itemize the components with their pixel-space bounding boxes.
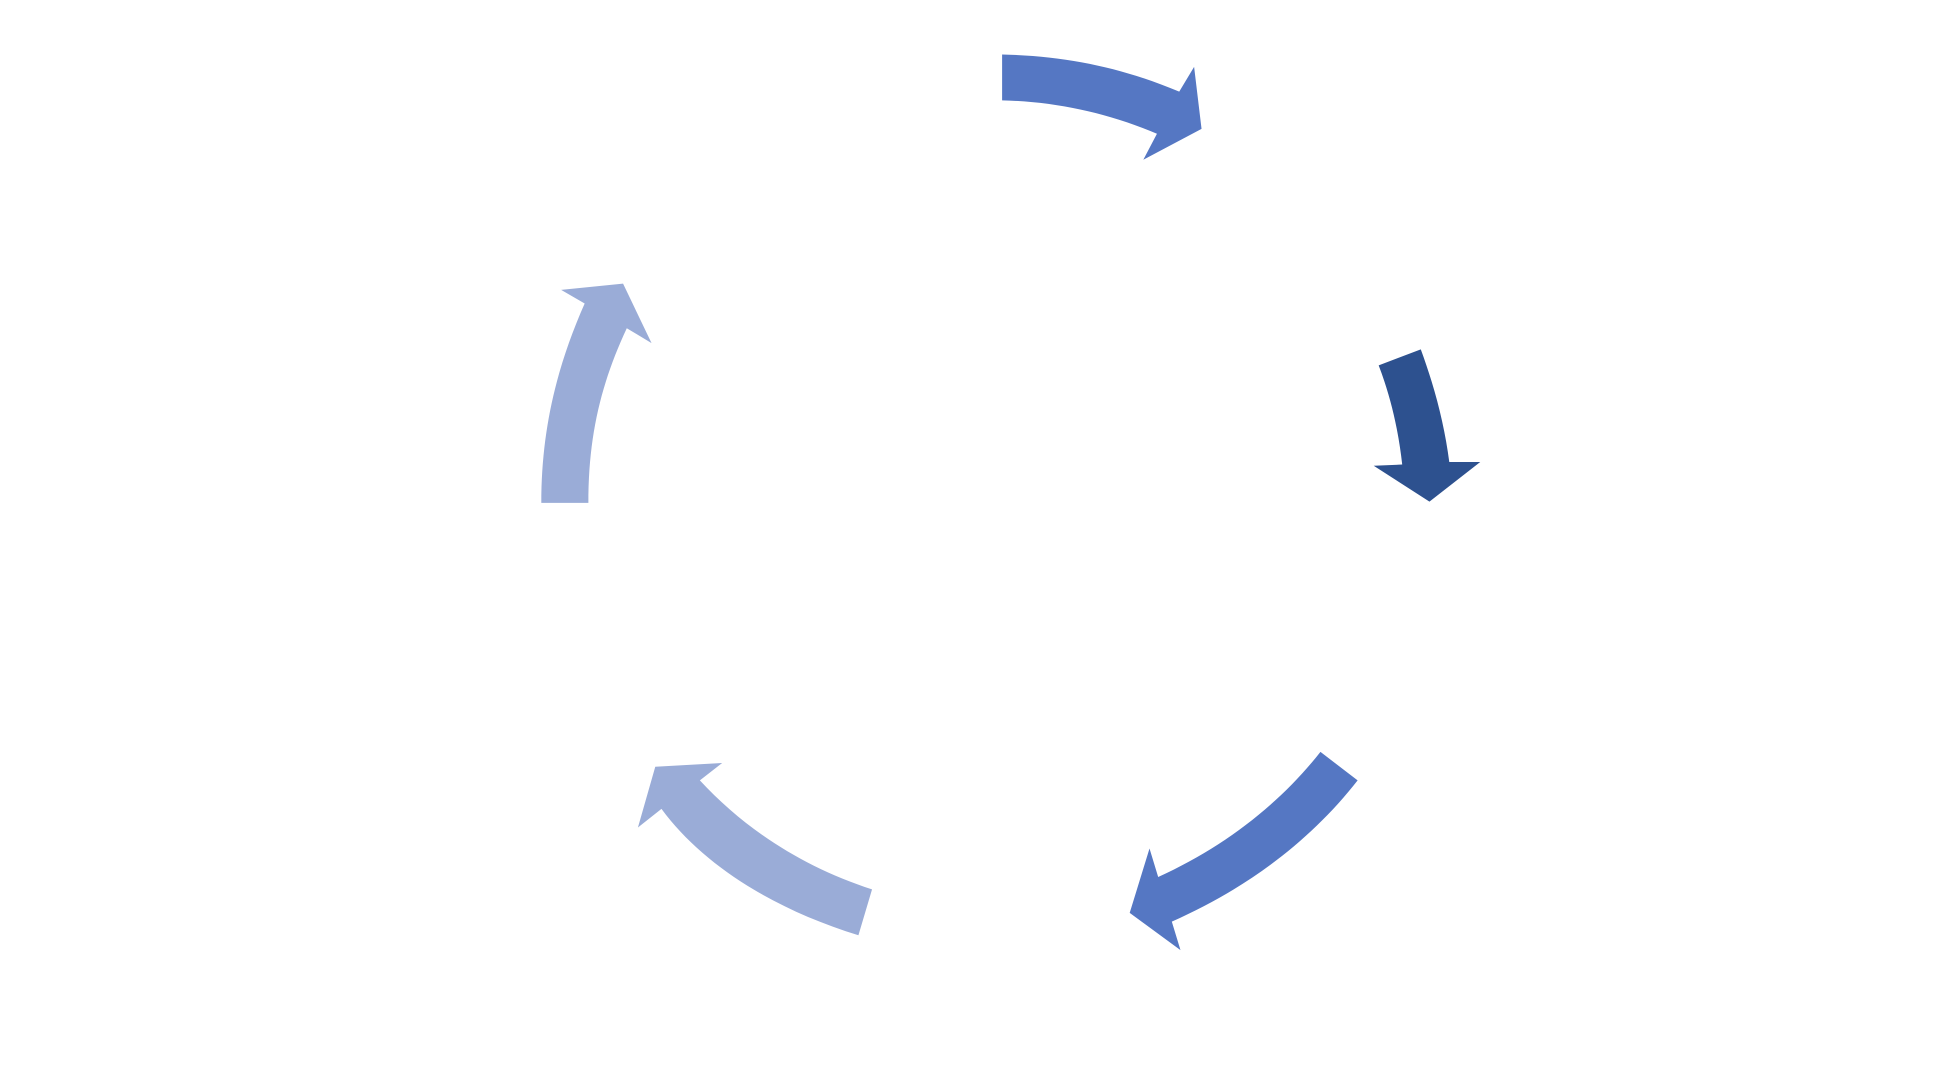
cycle-arrow-left bbox=[541, 283, 652, 503]
cycle-arrow-bottom-left bbox=[637, 763, 873, 936]
cycle-arrow-right bbox=[1373, 349, 1481, 502]
cycle-arrow-top bbox=[1002, 54, 1202, 160]
cycle-arrow-bottom-right bbox=[1129, 751, 1358, 951]
